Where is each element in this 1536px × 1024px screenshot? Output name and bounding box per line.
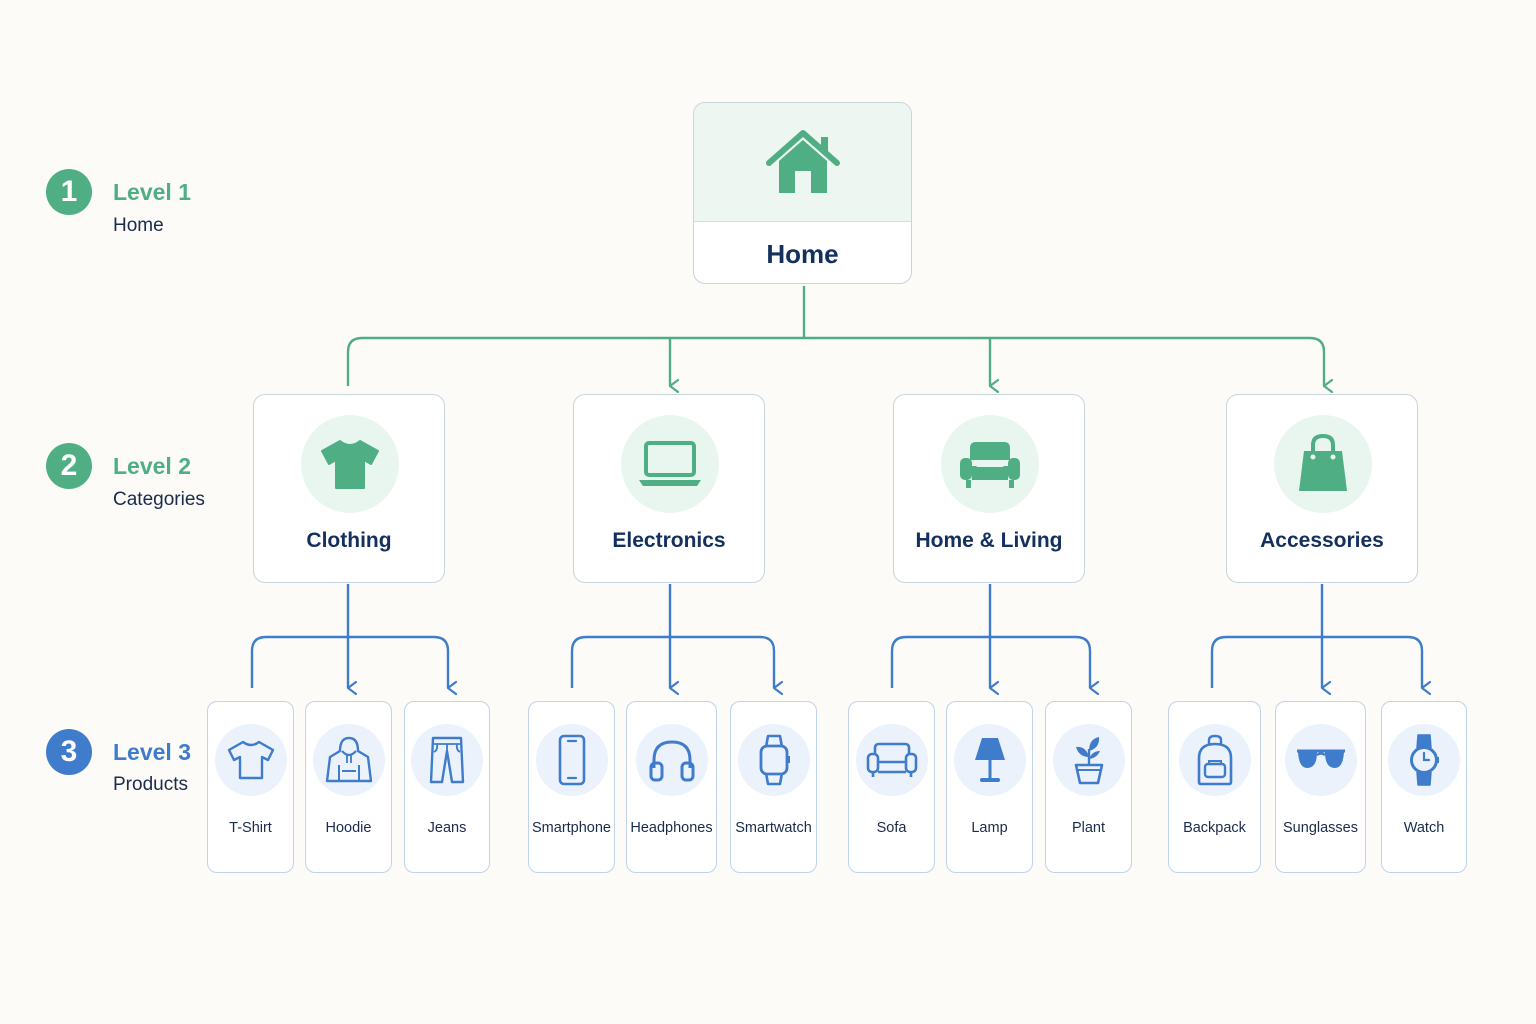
category-electronics[interactable]: Electronics bbox=[573, 394, 765, 583]
tshirt-outline-icon bbox=[227, 740, 274, 780]
home-to-categories-connector bbox=[346, 286, 1324, 386]
level-2-title: Level 2 bbox=[113, 453, 191, 479]
headphones-icon bbox=[649, 740, 694, 782]
product-label: Hoodie bbox=[325, 820, 372, 836]
plant-icon bbox=[1074, 737, 1103, 785]
categories-to-products-connector bbox=[250, 584, 1422, 688]
category-label: Accessories bbox=[1260, 529, 1384, 552]
product-sofa[interactable]: Sofa bbox=[848, 701, 935, 873]
house-icon bbox=[765, 130, 840, 193]
category-label: Electronics bbox=[612, 529, 726, 552]
product-label: Lamp bbox=[971, 820, 1008, 836]
category-home-living[interactable]: Home & Living bbox=[893, 394, 1085, 583]
product-tshirt[interactable]: T-Shirt bbox=[207, 701, 294, 873]
product-label: Smartwatch bbox=[735, 820, 812, 836]
shopping-bag-icon bbox=[1299, 433, 1347, 491]
product-headphones[interactable]: Headphones bbox=[626, 701, 717, 873]
level-3-badge: 3 bbox=[46, 729, 92, 775]
level-2-subtitle: Categories bbox=[113, 489, 205, 510]
product-smartwatch[interactable]: Smartwatch bbox=[730, 701, 817, 873]
product-label: Headphones bbox=[630, 820, 713, 836]
lamp-icon bbox=[974, 738, 1005, 782]
level-2-badge: 2 bbox=[46, 443, 92, 489]
product-jeans[interactable]: Jeans bbox=[404, 701, 490, 873]
backpack-icon bbox=[1197, 734, 1232, 786]
product-smartphone[interactable]: Smartphone bbox=[528, 701, 615, 873]
jeans-icon bbox=[429, 736, 465, 784]
product-label: Backpack bbox=[1183, 820, 1246, 836]
level-1-title: Level 1 bbox=[113, 179, 191, 205]
hoodie-icon bbox=[325, 736, 372, 783]
level-3-title: Level 3 bbox=[113, 739, 191, 765]
product-lamp[interactable]: Lamp bbox=[946, 701, 1033, 873]
category-accessories[interactable]: Accessories bbox=[1226, 394, 1418, 583]
product-watch[interactable]: Watch bbox=[1381, 701, 1467, 873]
product-label: T-Shirt bbox=[229, 820, 272, 836]
product-label: Watch bbox=[1403, 820, 1445, 836]
level-1-subtitle: Home bbox=[113, 215, 164, 236]
sunglasses-icon bbox=[1296, 749, 1345, 768]
level-3-subtitle: Products bbox=[113, 774, 188, 795]
armchair-icon bbox=[960, 442, 1020, 488]
product-backpack[interactable]: Backpack bbox=[1168, 701, 1261, 873]
product-label: Jeans bbox=[427, 820, 467, 836]
product-plant[interactable]: Plant bbox=[1045, 701, 1132, 873]
product-label: Sofa bbox=[876, 820, 907, 836]
smartphone-icon bbox=[558, 734, 585, 786]
product-label: Plant bbox=[1071, 820, 1106, 836]
laptop-icon bbox=[639, 441, 701, 486]
sofa-icon bbox=[866, 742, 917, 777]
product-label: Sunglasses bbox=[1283, 820, 1358, 836]
home-node[interactable]: Home bbox=[693, 102, 912, 284]
smartwatch-icon bbox=[759, 734, 790, 786]
category-clothing[interactable]: Clothing bbox=[253, 394, 445, 583]
product-hoodie[interactable]: Hoodie bbox=[305, 701, 392, 873]
category-label: Clothing bbox=[306, 529, 392, 552]
category-label: Home & Living bbox=[915, 529, 1063, 552]
level-1-badge: 1 bbox=[46, 169, 92, 215]
watch-icon bbox=[1410, 734, 1439, 786]
home-label: Home bbox=[766, 238, 839, 269]
product-sunglasses[interactable]: Sunglasses bbox=[1275, 701, 1366, 873]
product-label: Smartphone bbox=[532, 820, 611, 836]
tshirt-icon bbox=[321, 440, 379, 489]
